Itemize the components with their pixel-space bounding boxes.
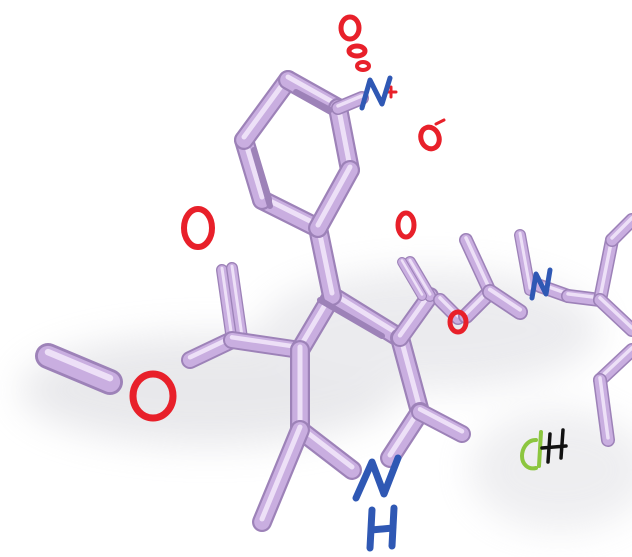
nitrogen-nitro bbox=[359, 75, 393, 111]
bond-stick-highlight bbox=[610, 216, 632, 240]
bond-stick-highlight bbox=[598, 296, 632, 330]
aromatic-inner-bond bbox=[293, 89, 333, 113]
bond-stick-highlight bbox=[335, 102, 353, 170]
nitrogen-amine bbox=[529, 267, 553, 301]
bond-stick bbox=[412, 404, 470, 442]
bond-stick-highlight bbox=[598, 236, 614, 300]
bond-stick-highlight bbox=[259, 424, 303, 522]
minus-charge bbox=[434, 118, 446, 126]
hydrogen-ring bbox=[366, 504, 398, 552]
nitrogen-ring bbox=[352, 454, 402, 502]
bond-stick-highlight bbox=[336, 94, 364, 108]
oxygen-nitro-minus bbox=[418, 124, 442, 152]
bond-stick-highlight bbox=[397, 332, 423, 412]
bond-stick-highlight bbox=[241, 74, 291, 140]
bond-stick-highlight bbox=[229, 335, 303, 350]
bond-stick-highlight bbox=[329, 290, 403, 338]
bond-stick-highlight bbox=[518, 231, 532, 290]
bond-stick-highlight bbox=[230, 264, 244, 338]
atom-glyphs bbox=[129, 14, 469, 422]
hydrogen-salt bbox=[540, 428, 568, 464]
hcl-glyphs bbox=[520, 428, 568, 471]
bond-stick-highlight bbox=[220, 266, 234, 340]
bond-stick bbox=[37, 345, 121, 393]
oxygen-ester-left bbox=[129, 370, 177, 422]
bond-stick bbox=[332, 92, 368, 114]
bond-stick-highlight bbox=[285, 74, 341, 108]
aromatic-inner-bond bbox=[317, 297, 385, 339]
bond-stick-highlight bbox=[44, 348, 114, 382]
charge-signs bbox=[384, 85, 446, 126]
bond-stick-highlight bbox=[397, 291, 433, 338]
oxygen-carbonyl-left bbox=[181, 206, 215, 250]
oxygen-nitro-top bbox=[338, 14, 362, 42]
oxygen-carbonyl-right bbox=[395, 210, 417, 240]
bond-stick-highlight bbox=[464, 236, 492, 292]
bond-stick-highlight bbox=[417, 407, 465, 434]
chlorine-l bbox=[537, 430, 543, 468]
bond-stick-highlight bbox=[598, 346, 632, 380]
bond-stick bbox=[224, 332, 308, 358]
nitrogen-glyphs bbox=[352, 75, 553, 552]
chlorine-c bbox=[520, 438, 538, 471]
bond-stick bbox=[324, 288, 408, 346]
aromatic-inner-bond bbox=[251, 147, 273, 209]
bond-stick-highlight bbox=[488, 287, 522, 312]
bond-sticks bbox=[35, 70, 632, 532]
bond-stick-highlight bbox=[315, 164, 353, 228]
bond-stick-highlight bbox=[598, 376, 610, 440]
bond-stick-highlight bbox=[408, 258, 432, 296]
bond-stick-highlight bbox=[400, 259, 424, 296]
oxygen-ester-right bbox=[447, 309, 469, 335]
